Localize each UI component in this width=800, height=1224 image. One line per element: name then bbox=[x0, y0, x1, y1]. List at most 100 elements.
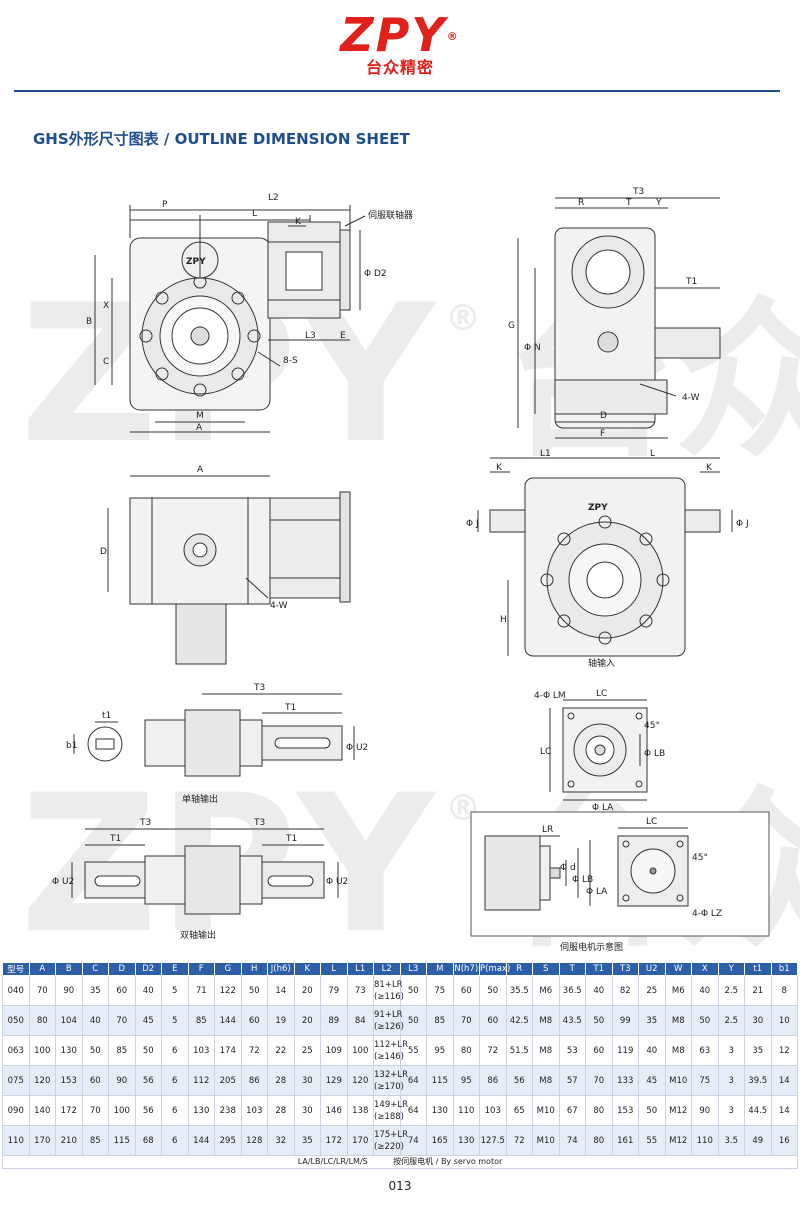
dim-8s: 8-S bbox=[283, 356, 298, 366]
drawing-labels: P L2 L K 伺服联轴器 Φ D2 B X C L3 E 8-S M A T… bbox=[52, 187, 749, 953]
table-cell: 040 bbox=[2, 975, 30, 1006]
table-cell: 110 bbox=[2, 1125, 30, 1156]
table-cell: 110 bbox=[452, 1095, 480, 1126]
table-cell: 50 bbox=[585, 1005, 613, 1036]
table-cell: 129 bbox=[320, 1065, 348, 1096]
column-header: J(h6) bbox=[267, 962, 295, 976]
dim-t1-single: T1 bbox=[284, 703, 296, 713]
logo-chinese-name: 台众精密 bbox=[365, 58, 434, 77]
table-cell: 140 bbox=[28, 1095, 56, 1126]
header-rule bbox=[14, 90, 780, 92]
table-cell: 80 bbox=[585, 1095, 613, 1126]
table-cell: 79 bbox=[320, 975, 348, 1006]
dim-p: P bbox=[162, 200, 168, 210]
table-cell: 103 bbox=[187, 1035, 215, 1066]
table-cell: 55 bbox=[638, 1125, 666, 1156]
table-cell: 12 bbox=[770, 1035, 798, 1066]
table-cell: 2.5 bbox=[717, 975, 745, 1006]
table-cell: 174 bbox=[214, 1035, 242, 1066]
dim-n: Φ N bbox=[524, 343, 541, 353]
table-cell: 35 bbox=[81, 975, 109, 1006]
dim-t: T bbox=[625, 198, 632, 208]
dim-la-motor: Φ LA bbox=[586, 887, 608, 897]
table-cell: M12 bbox=[664, 1125, 692, 1156]
table-cell: 172 bbox=[320, 1125, 348, 1156]
table-cell: 109 bbox=[320, 1035, 348, 1066]
table-cell: 10 bbox=[770, 1005, 798, 1036]
svg-text:ZPY: ZPY bbox=[186, 257, 206, 267]
table-cell: 56 bbox=[505, 1065, 533, 1096]
column-header: C bbox=[81, 962, 109, 976]
dim-l2: L2 bbox=[268, 193, 279, 203]
dim-4lm: 4-Φ LM bbox=[534, 691, 566, 701]
table-cell: 50 bbox=[479, 975, 507, 1006]
column-header: K bbox=[293, 962, 321, 976]
table-cell: 51.5 bbox=[505, 1035, 533, 1066]
table-cell: 28 bbox=[267, 1095, 295, 1126]
table-cell: 70 bbox=[108, 1005, 136, 1036]
table-cell: 6 bbox=[161, 1125, 189, 1156]
input-view: ZPY bbox=[477, 457, 733, 657]
dim-t3-double-right: T3 bbox=[253, 818, 265, 828]
table-cell: 36.5 bbox=[558, 975, 586, 1006]
column-header: G bbox=[214, 962, 242, 976]
dim-lb-flange: Φ LB bbox=[644, 749, 665, 759]
dim-t3-single: T3 bbox=[253, 683, 265, 693]
table-cell: M8 bbox=[532, 1035, 560, 1066]
table-cell: 89 bbox=[320, 1005, 348, 1036]
dim-k: K bbox=[295, 217, 302, 227]
table-cell: 115 bbox=[108, 1125, 136, 1156]
table-cell: M8 bbox=[664, 1005, 692, 1036]
table-cell: 86 bbox=[479, 1065, 507, 1096]
table-cell: 39.5 bbox=[744, 1065, 772, 1096]
table-cell: 112 bbox=[187, 1065, 215, 1096]
table-cell: 35 bbox=[744, 1035, 772, 1066]
column-header: N(h7) bbox=[452, 962, 480, 976]
dim-lc-side: LC bbox=[540, 747, 551, 757]
table-cell: 64 bbox=[399, 1065, 427, 1096]
table-cell: 3.5 bbox=[717, 1125, 745, 1156]
dim-lc-motor: LC bbox=[646, 817, 657, 827]
column-header: P(max) bbox=[479, 962, 511, 976]
table-cell: 3 bbox=[717, 1065, 745, 1096]
table-cell: 115 bbox=[426, 1065, 454, 1096]
table-cell: 100 bbox=[108, 1095, 136, 1126]
column-header: W bbox=[664, 962, 692, 976]
table-cell: M8 bbox=[532, 1005, 560, 1036]
table-cell: 85 bbox=[187, 1005, 215, 1036]
table-cell: 40 bbox=[638, 1035, 666, 1066]
table-cell: 165 bbox=[426, 1125, 454, 1156]
column-header: H bbox=[240, 962, 268, 976]
table-cell: 132+LR (≥170) bbox=[373, 1065, 408, 1096]
table-cell: 85 bbox=[81, 1125, 109, 1156]
dim-g: G bbox=[508, 321, 515, 331]
dim-b: B bbox=[86, 317, 92, 327]
table-cell: 130 bbox=[426, 1095, 454, 1126]
column-header: Y bbox=[717, 962, 745, 976]
table-cell: 130 bbox=[55, 1035, 83, 1066]
table-cell: 28 bbox=[267, 1065, 295, 1096]
dim-lz-motor: 4-Φ LZ bbox=[692, 909, 722, 919]
table-cell: 30 bbox=[293, 1065, 321, 1096]
table-cell: 80 bbox=[28, 1005, 56, 1036]
table-cell: 170 bbox=[28, 1125, 56, 1156]
dim-l1: L1 bbox=[540, 449, 551, 459]
dim-k-right: K bbox=[706, 463, 713, 473]
table-cell: 14 bbox=[770, 1065, 798, 1096]
table-cell: 86 bbox=[240, 1065, 268, 1096]
dim-4w-top: 4-W bbox=[270, 601, 288, 611]
column-header: L bbox=[320, 962, 348, 976]
brand-logo: ZPY® 台众精密 bbox=[0, 12, 800, 78]
dim-l3: L3 bbox=[305, 331, 316, 341]
table-cell: 122 bbox=[214, 975, 242, 1006]
caption-servo-motor: 伺服电机示意图 bbox=[560, 941, 623, 953]
table-note: LA/LB/LC/LR/LM/S 按伺服电机 / By servo motor bbox=[2, 1155, 798, 1169]
column-header: L1 bbox=[346, 962, 374, 976]
column-header: 型号 bbox=[2, 962, 30, 976]
column-header: F bbox=[187, 962, 215, 976]
table-cell: 16 bbox=[770, 1125, 798, 1156]
